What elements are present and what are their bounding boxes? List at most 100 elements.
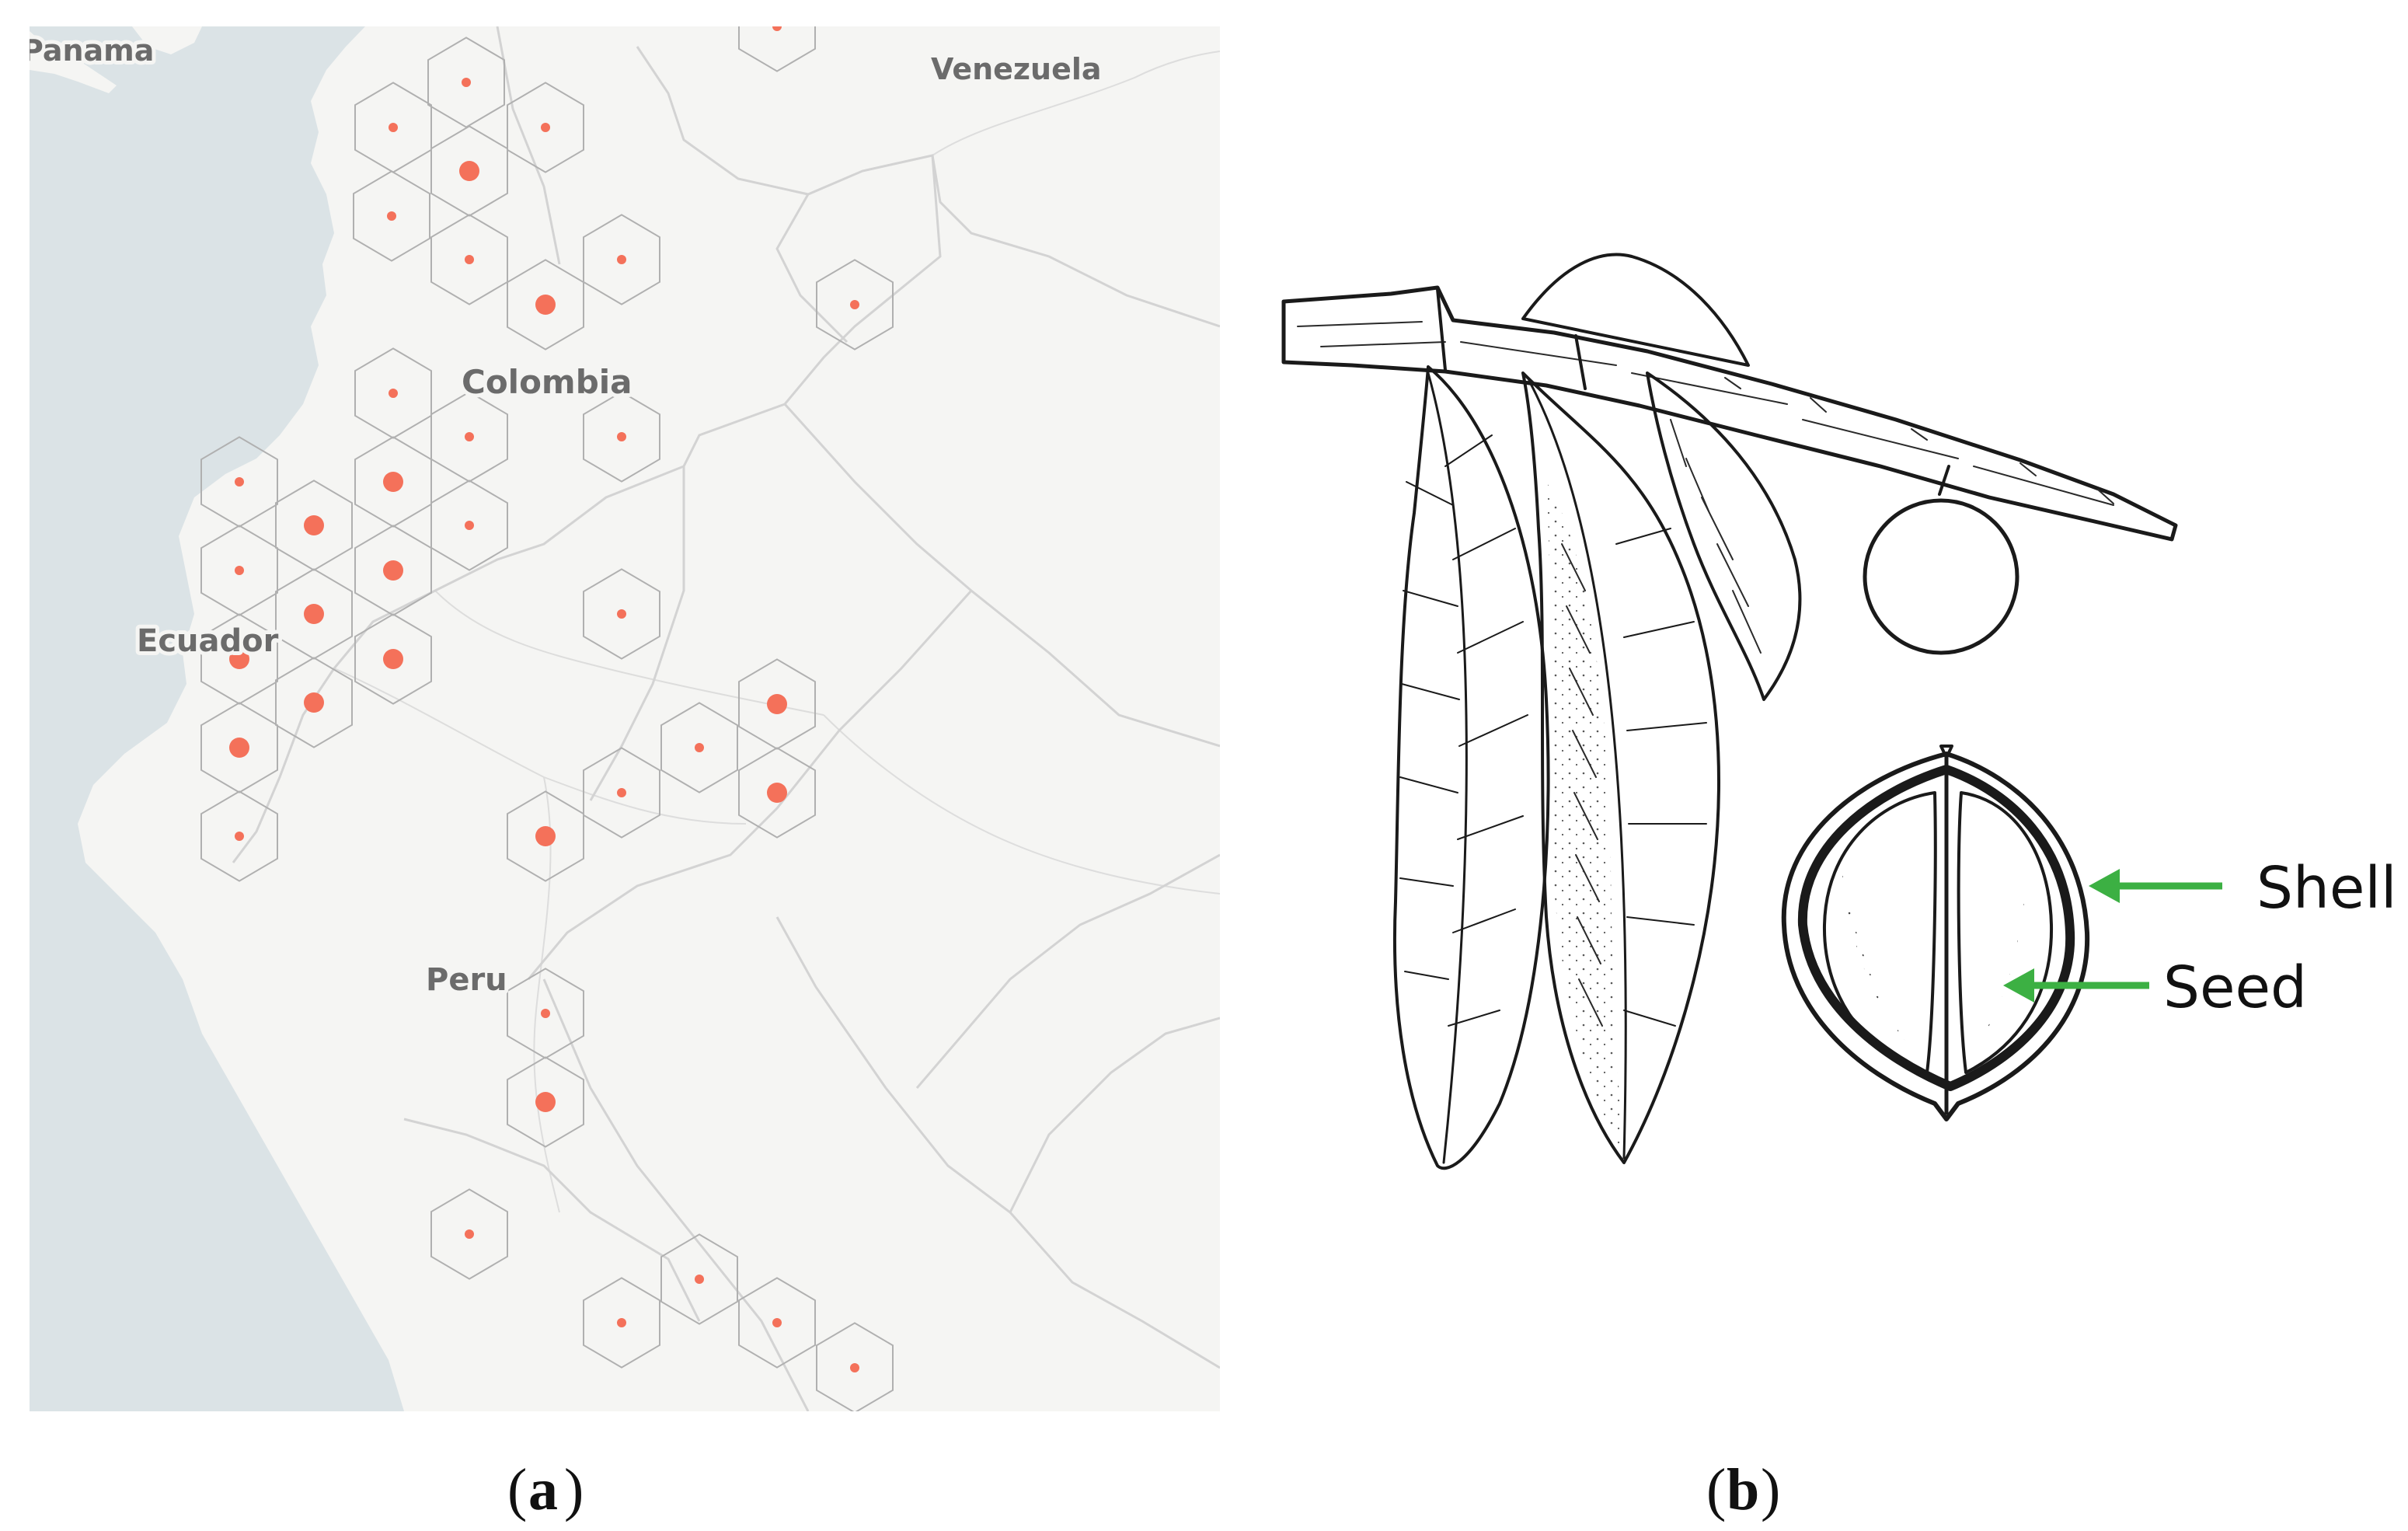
hex-cell bbox=[200, 790, 278, 882]
caption-b-letter: b bbox=[1727, 1457, 1759, 1522]
occurrence-marker bbox=[767, 783, 787, 803]
hex-cell bbox=[275, 657, 353, 748]
leaf-right bbox=[1646, 371, 1802, 701]
occurrence-marker bbox=[695, 743, 704, 752]
hex-cell bbox=[816, 1322, 894, 1411]
occurrence-marker bbox=[304, 604, 324, 624]
hex-cell bbox=[275, 480, 353, 571]
hex-cell bbox=[200, 436, 278, 528]
occurrence-marker bbox=[617, 1318, 626, 1327]
hex-cell bbox=[200, 525, 278, 616]
occurrence-marker bbox=[535, 1092, 556, 1112]
hex-cell bbox=[660, 702, 738, 793]
occurrence-marker bbox=[772, 1318, 782, 1327]
seed-arrow-head bbox=[2003, 968, 2034, 1003]
leaf-left bbox=[1392, 365, 1550, 1170]
hex-cell bbox=[200, 613, 278, 705]
hex-cell bbox=[583, 391, 660, 483]
nut-cross-section bbox=[1781, 745, 2090, 1121]
hex-cell bbox=[816, 259, 894, 350]
leaf-upper bbox=[1521, 253, 1750, 367]
occurrence-marker bbox=[850, 1363, 859, 1372]
country-label-venezuela: Venezuela bbox=[931, 52, 1102, 86]
hex-cell bbox=[738, 747, 816, 839]
pacific-ocean bbox=[30, 26, 404, 1411]
branch bbox=[1281, 285, 2178, 542]
occurrence-marker bbox=[535, 826, 556, 846]
occurrence-hexbin-grid bbox=[200, 26, 894, 1411]
map-labels: Panama Venezuela Colombia Ecuador Peru bbox=[22, 30, 1106, 1002]
botanical-illustration: Shell Seed bbox=[1281, 253, 2397, 1170]
occurrence-marker bbox=[535, 295, 556, 315]
hex-cell bbox=[660, 1233, 738, 1325]
hex-cell bbox=[430, 480, 508, 571]
country-label-colombia: Colombia bbox=[462, 363, 632, 401]
occurrence-marker bbox=[695, 1275, 704, 1284]
occurrence-marker bbox=[383, 560, 403, 581]
hex-cell bbox=[430, 214, 508, 305]
svg-text:(: ( bbox=[1706, 1457, 1726, 1522]
occurrence-marker bbox=[235, 832, 244, 841]
hex-cell bbox=[200, 702, 278, 793]
callout-seed: Seed bbox=[2003, 954, 2307, 1021]
occurrence-marker bbox=[850, 300, 859, 309]
occurrence-marker bbox=[617, 432, 626, 441]
country-borders bbox=[232, 26, 1220, 1411]
caption-b: ( b ) bbox=[1706, 1457, 1780, 1522]
hex-cell bbox=[738, 26, 816, 72]
occurrence-marker bbox=[541, 1009, 550, 1018]
hex-cell bbox=[354, 347, 432, 439]
hex-cell bbox=[738, 1277, 816, 1369]
country-label-panama: Panama bbox=[22, 33, 154, 68]
occurrence-marker bbox=[235, 477, 244, 487]
svg-text:): ) bbox=[1761, 1457, 1780, 1522]
callout-shell: Shell bbox=[2089, 855, 2397, 922]
occurrence-marker bbox=[617, 609, 626, 619]
occurrence-marker bbox=[304, 692, 324, 713]
country-label-peru: Peru bbox=[426, 962, 507, 998]
occurrence-marker bbox=[772, 26, 782, 31]
hex-cell bbox=[583, 214, 660, 305]
occurrence-marker bbox=[459, 161, 479, 181]
occurrence-marker bbox=[383, 472, 403, 492]
shell-label: Shell bbox=[2256, 855, 2397, 922]
hex-cell bbox=[738, 658, 816, 750]
hex-cell bbox=[275, 568, 353, 660]
occurrence-marker bbox=[387, 211, 396, 221]
svg-text:(: ( bbox=[507, 1457, 527, 1522]
hex-cell bbox=[507, 259, 584, 350]
seed-cotyledon-left bbox=[1822, 791, 1937, 1074]
occurrence-marker bbox=[389, 389, 398, 398]
occurrence-marker bbox=[229, 738, 249, 758]
caption-a-letter: a bbox=[528, 1457, 558, 1522]
occurrence-marker bbox=[617, 788, 626, 797]
hex-cell bbox=[354, 525, 432, 616]
svg-text:): ) bbox=[564, 1457, 584, 1522]
occurrence-marker bbox=[465, 432, 474, 441]
occurrence-marker bbox=[462, 78, 471, 87]
occurrence-marker bbox=[229, 649, 249, 669]
hex-cell bbox=[507, 968, 584, 1059]
occurrence-marker bbox=[389, 123, 398, 132]
occurrence-marker bbox=[465, 521, 474, 530]
nut-shell bbox=[1781, 752, 2090, 1121]
hex-cell bbox=[583, 568, 660, 660]
hex-cell bbox=[430, 125, 508, 217]
caption-a: ( a ) bbox=[507, 1457, 584, 1522]
occurrence-marker bbox=[304, 515, 324, 535]
country-label-ecuador: Ecuador bbox=[137, 623, 279, 659]
occurrence-marker bbox=[235, 566, 244, 575]
hex-cell bbox=[354, 613, 432, 705]
hex-cell bbox=[507, 82, 584, 173]
map-panel: Panama Venezuela Colombia Ecuador Peru bbox=[22, 26, 1220, 1411]
occurrence-marker bbox=[383, 649, 403, 669]
hex-cell bbox=[430, 391, 508, 483]
hex-cell bbox=[430, 1188, 508, 1280]
hex-cell bbox=[507, 1056, 584, 1148]
shell-arrow-head bbox=[2089, 869, 2120, 903]
hex-cell bbox=[583, 1277, 660, 1369]
seed-label: Seed bbox=[2163, 954, 2307, 1021]
occurrence-marker bbox=[767, 694, 787, 714]
hex-cell bbox=[353, 170, 430, 262]
